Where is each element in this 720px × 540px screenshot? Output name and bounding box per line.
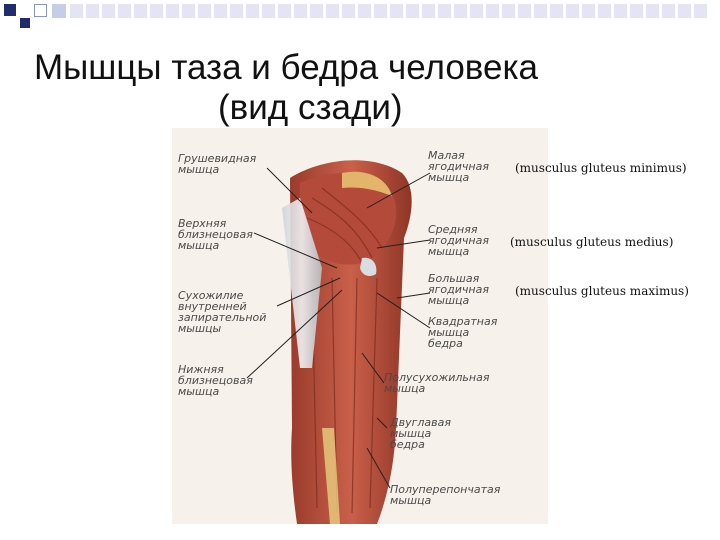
- tendon-left: [282, 198, 322, 368]
- femur-head: [360, 257, 377, 276]
- label-obturator-internus-tendon: Сухожилие внутренней запирательной мышцы: [178, 289, 267, 335]
- label-quadratus-femoris: Квадратная мышца бедра: [428, 315, 498, 350]
- latin-gluteus-minimus: (musculus gluteus minimus): [515, 161, 687, 175]
- latin-gluteus-medius: (musculus gluteus medius): [510, 235, 674, 249]
- square-decoration: [52, 4, 66, 18]
- slide-title: Мышцы таза и бедра человека (вид сзади): [34, 48, 634, 128]
- label-biceps-femoris: Двуглавая мышца бедра: [390, 416, 451, 451]
- label-gluteus-minimus: Малая ягодичная мышца: [428, 149, 489, 184]
- square-decoration: [4, 4, 16, 16]
- label-gemellus-inferior: Нижняя близнецовая мышца: [178, 363, 253, 398]
- decorative-squares: [0, 0, 720, 34]
- label-piriformis: Грушевидная мышца: [178, 152, 257, 176]
- label-semimembranosus: Полуперепончатая мышца: [390, 483, 501, 507]
- square-strip: [70, 4, 710, 18]
- label-gluteus-medius: Средняя ягодичная мышца: [428, 223, 489, 258]
- label-gluteus-maximus: Большая ягодичная мышца: [428, 272, 489, 307]
- nerve-strip: [322, 428, 340, 524]
- title-line-1: Мышцы таза и бедра человека: [34, 48, 538, 87]
- label-gemellus-superior: Верхняя близнецовая мышца: [178, 217, 253, 252]
- square-decoration: [34, 4, 47, 17]
- label-semitendinosus: Полусухожильная мышца: [384, 371, 490, 395]
- latin-gluteus-maximus: (musculus gluteus maximus): [515, 284, 689, 298]
- muscle-illustration: [246, 160, 431, 524]
- title-line-2: (вид сзади): [218, 88, 403, 127]
- iliac-crest: [342, 171, 392, 196]
- gluteus-region: [300, 173, 397, 265]
- anatomy-figure: Грушевидная мышца Верхняя близнецовая мы…: [172, 128, 548, 524]
- square-decoration: [20, 18, 30, 28]
